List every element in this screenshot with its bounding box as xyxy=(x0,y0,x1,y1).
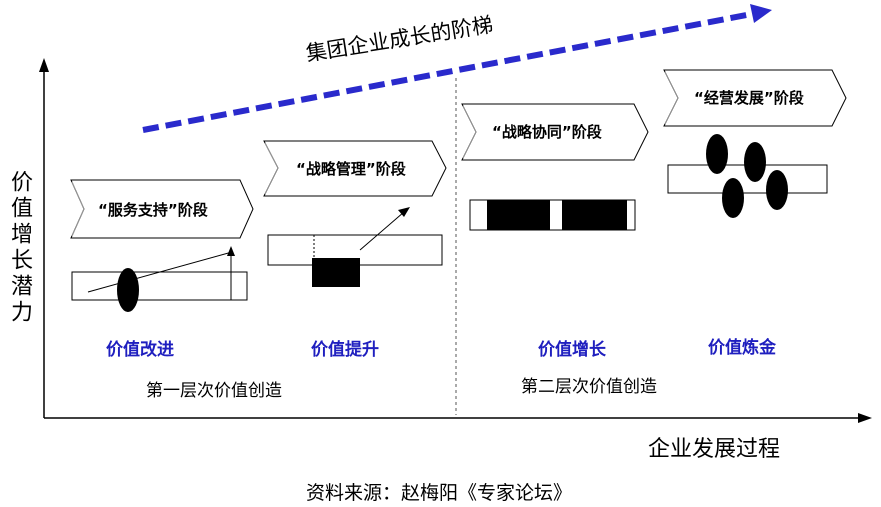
stage-1-graphic xyxy=(71,246,248,312)
y-axis-label-text: 价值增长潜力 xyxy=(7,170,32,326)
stage-label-4: “经营发展”阶段 xyxy=(694,89,804,107)
value-label-3: 价值增长 xyxy=(538,340,606,360)
value-label-4: 价值炼金 xyxy=(708,338,776,358)
stage-label-2: “战略管理”阶段 xyxy=(296,160,406,178)
stage-chevron-2 xyxy=(263,140,447,197)
stage-4-graphic xyxy=(667,134,828,218)
level-label-2: 第二层次价值创造 xyxy=(521,377,657,397)
stage-label-3: “战略协同”阶段 xyxy=(492,123,602,141)
value-label-2: 价值提升 xyxy=(311,340,379,360)
stage-2-graphic xyxy=(267,207,443,287)
x-axis-arrow xyxy=(858,413,872,423)
y-axis-label: 价值增长潜力 xyxy=(4,170,32,326)
x-axis-label: 企业发展过程 xyxy=(648,437,781,462)
stage-chevron-1 xyxy=(70,179,254,239)
trend-arrow xyxy=(142,4,772,133)
stage-3-graphic xyxy=(469,199,636,231)
source-note: 资料来源：赵梅阳《专家论坛》 xyxy=(306,482,573,504)
axes xyxy=(39,58,872,423)
stage-label-1: “服务支持”阶段 xyxy=(98,201,208,219)
y-axis-arrow xyxy=(39,58,49,72)
value-label-1: 价值改进 xyxy=(106,340,174,360)
level-label-1: 第一层次价值创造 xyxy=(146,381,282,401)
stage-chevron-4 xyxy=(663,69,847,127)
stage-chevron-3 xyxy=(461,103,649,161)
